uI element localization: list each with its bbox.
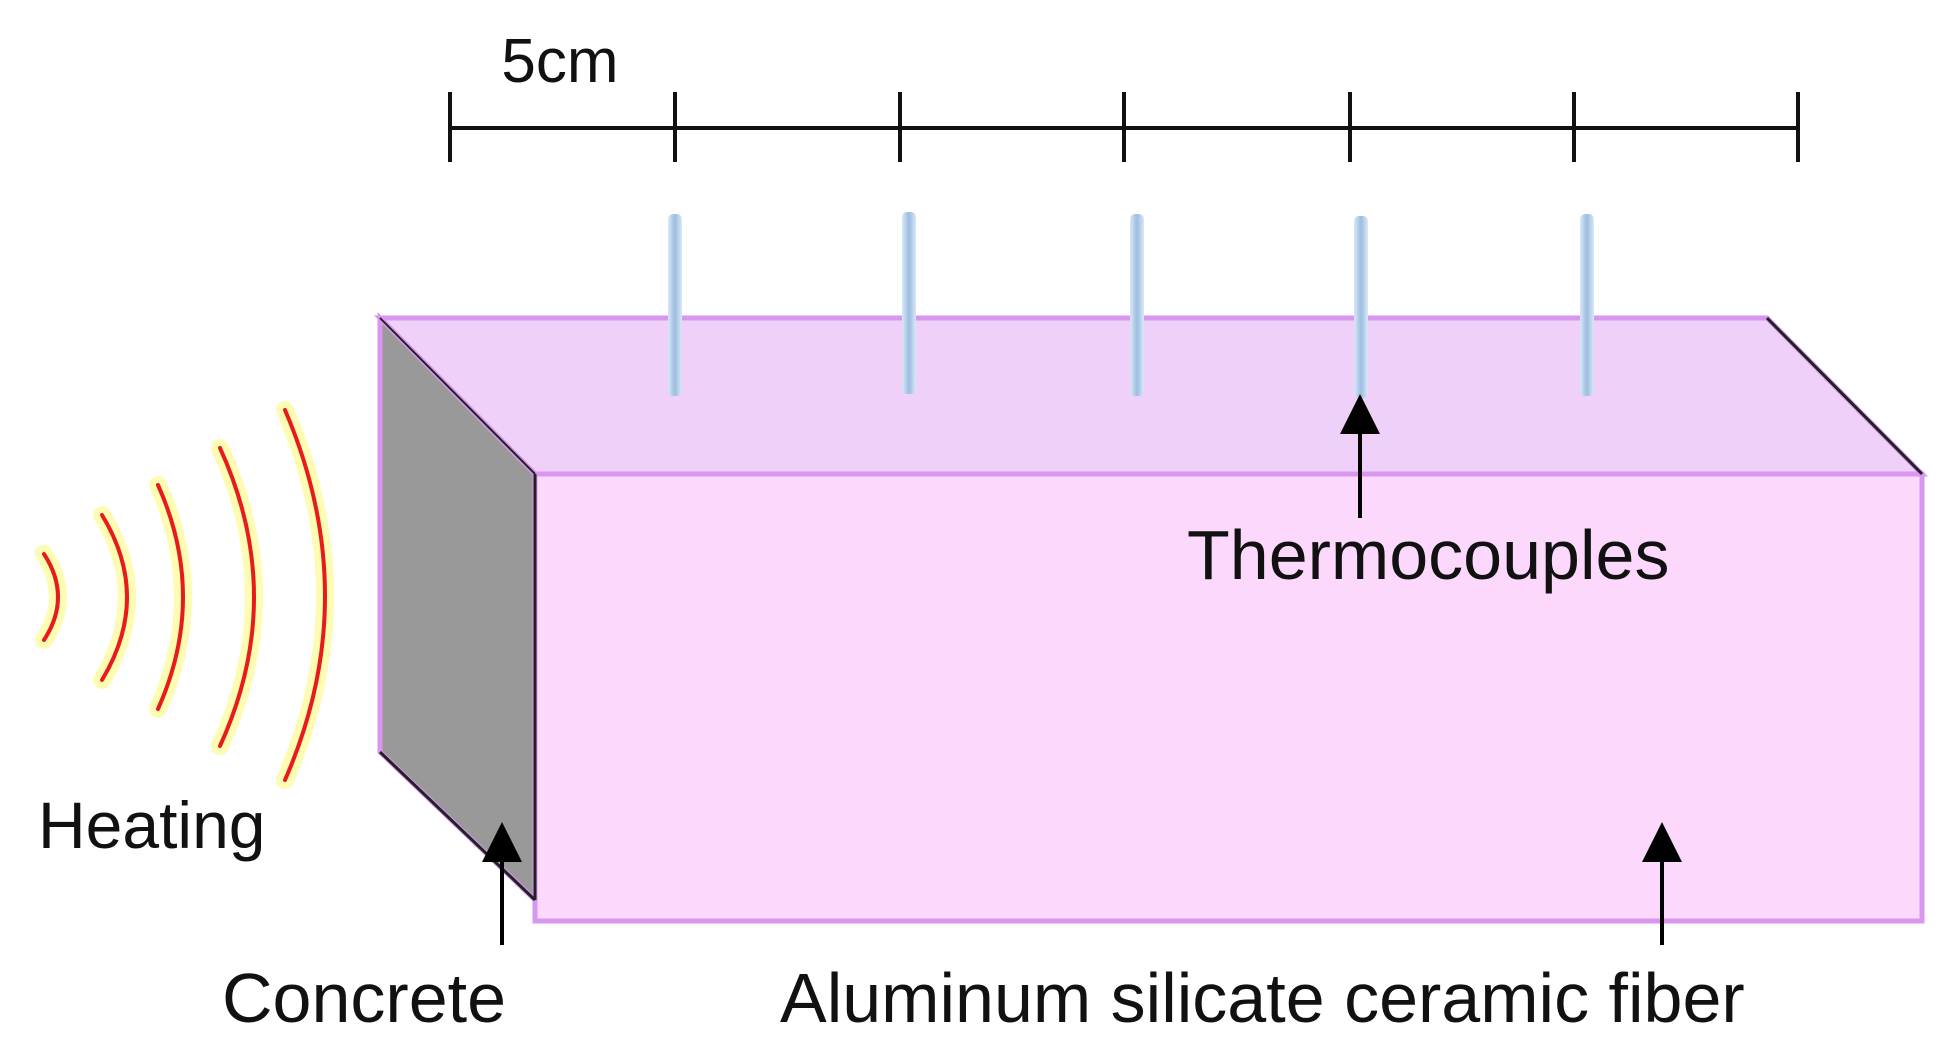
thermocouple-probe-icon [668,212,1594,398]
concrete-label: Concrete [222,959,506,1037]
heating-label: Heating [38,788,266,862]
scale-label: 5cm [501,27,618,96]
scale-bar [448,92,1800,162]
thermocouples-label: Thermocouples [1187,516,1669,594]
callout-arrows [482,394,1682,945]
heat-wave-icon [35,401,334,789]
fiber-label: Aluminum silicate ceramic fiber [780,959,1745,1037]
fiber-block-top-face [373,315,1929,477]
